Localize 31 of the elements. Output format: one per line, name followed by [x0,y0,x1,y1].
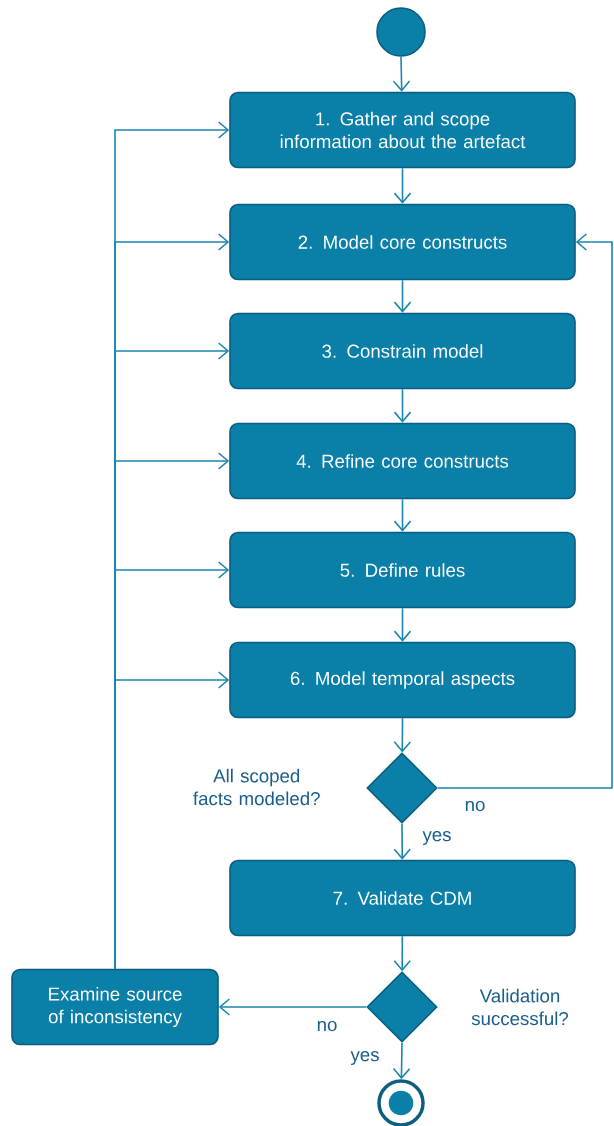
process-box: 7. Validate CDM [229,859,576,937]
decision-diamond [366,752,438,824]
arrow [393,717,412,753]
start-circle [376,7,426,57]
arrow [393,823,411,860]
process-box: Examine source of inconsistency [11,968,219,1046]
arrow [393,167,412,204]
arrow [393,388,412,423]
arrow [114,671,230,970]
edge-label: no [463,799,487,813]
process-box: 4. Refine core constructs [229,422,576,500]
arrow [392,1042,411,1080]
decision-diamond [366,971,438,1043]
arrow [437,233,613,789]
edge-label: yes [349,1049,381,1067]
process-box: 3. Constrain model [229,312,576,390]
arrow [393,498,412,532]
edge-label: no [315,1019,339,1033]
arrow [392,56,411,92]
question-label: All scoped facts modeled? [193,768,320,806]
process-box: 2. Model core constructs [229,203,576,281]
question-label: Validation successful? [471,988,569,1026]
edge-label: yes [421,829,453,847]
arrow [393,607,412,642]
process-box: 1. Gather and scope information about the artefact [229,91,576,169]
process-box: 5. Define rules [229,531,576,609]
arrow [393,935,412,972]
end-circle [377,1079,425,1126]
arrow [393,279,412,313]
process-box: 6. Model temporal aspects [229,641,576,719]
arrow [218,998,367,1016]
